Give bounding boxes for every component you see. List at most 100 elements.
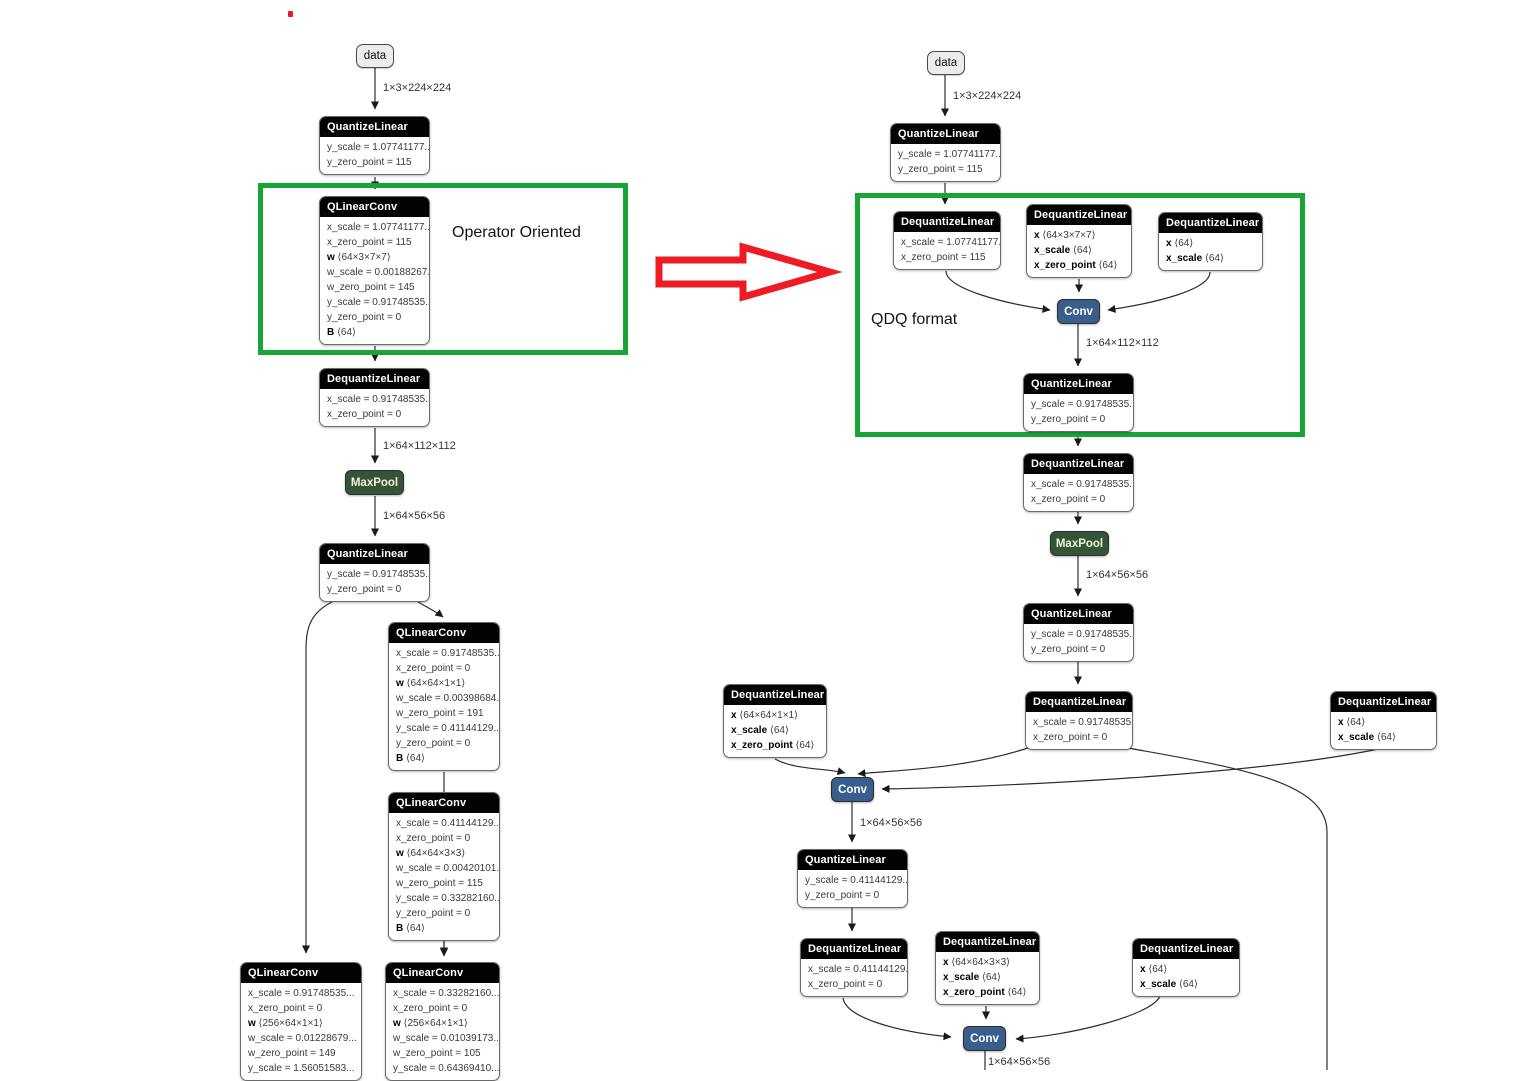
attribute-row: y_zero_point = 0 [327, 584, 402, 595]
graph-edge [417, 601, 444, 618]
attribute-row: w ⟨256×64×1×1⟩ [393, 1018, 468, 1029]
node-attributes: x_scale = 0.91748535... x_zero_point = 0 [320, 389, 429, 426]
attribute-row: y_zero_point = 0 [327, 312, 402, 323]
attribute-row: x_scale ⟨64⟩ [943, 972, 1001, 983]
attribute-row: y_scale = 0.33282160... [396, 893, 500, 904]
attribute-row: x ⟨64×64×1×1⟩ [731, 710, 799, 721]
node-title: DequantizeLinear [894, 212, 1000, 232]
node-attributes: x ⟨64×64×3×3⟩x_scale ⟨64⟩x_zero_point ⟨6… [936, 952, 1039, 1004]
node-title: QLinearConv [241, 963, 361, 983]
attribute-row: w ⟨64×64×3×3⟩ [396, 848, 466, 859]
node-r-dq-w2[interactable]: DequantizeLinear x ⟨64×64×1×1⟩ x_scale ⟨64… [723, 684, 827, 758]
node-l-maxpool[interactable]: MaxPool [345, 470, 404, 495]
node-r-data[interactable]: data [927, 51, 965, 75]
node-title: DequantizeLinear [1024, 454, 1133, 474]
node-title: DequantizeLinear [320, 369, 429, 389]
edge-label-el-l2: 1×64×112×112 [383, 440, 456, 452]
attribute-row: x ⟨64×3×7×7⟩ [1034, 230, 1096, 241]
attribute-row: w ⟨64×3×7×7⟩ [327, 252, 391, 263]
attribute-row: x_scale = 0.91748535... [327, 394, 430, 405]
red-transform-arrow [655, 242, 843, 302]
attribute-row: x_zero_point = 0 [248, 1003, 323, 1014]
node-title: DequantizeLinear [936, 932, 1039, 952]
attribute-row: B ⟨64⟩ [396, 753, 425, 764]
node-title: QuantizeLinear [1024, 604, 1133, 624]
graph-edge [842, 997, 952, 1041]
node-r-conv3[interactable]: Conv [963, 1026, 1006, 1051]
node-attributes: x_scale = 0.91748535...x_zero_point = 0 [1026, 712, 1132, 749]
attribute-row: x_zero_point = 0 [808, 979, 883, 990]
attribute-row: y_scale = 0.91748535... [1031, 399, 1134, 410]
graph-edge [1127, 747, 1328, 1070]
attribute-row: w_zero_point = 115 [396, 878, 483, 889]
attribute-row: y_zero_point = 115 [327, 157, 412, 168]
node-attributes: x_scale = 0.91748535...x_zero_point = 0 [1024, 474, 1133, 511]
attribute-row: y_zero_point = 0 [396, 738, 471, 749]
attribute-row: x_scale ⟨64⟩ [1338, 732, 1396, 743]
node-attributes: x ⟨64×3×7×7⟩x_scale ⟨64⟩x_zero_point ⟨64… [1027, 225, 1131, 277]
node-attributes: x ⟨64⟩x_scale ⟨64⟩ [1133, 959, 1239, 996]
attribute-row: y_scale = 0.91748535... [1031, 629, 1134, 640]
attribute-row: y_scale = 1.07741177... [898, 149, 1001, 160]
node-attributes: x_scale = 1.07741177...x_zero_point = 11… [320, 217, 429, 344]
node-r-conv2[interactable]: Conv [831, 777, 874, 802]
highlight-box-qdq-format [855, 193, 1305, 437]
attribute-row: x_scale = 0.91748535... [1031, 479, 1134, 490]
node-attributes: y_scale = 0.91748535...y_zero_point = 0 [320, 564, 429, 601]
node-attributes: y_scale = 1.07741177...y_zero_point = 11… [891, 144, 1000, 181]
node-title: DequantizeLinear [1159, 213, 1262, 233]
node-title: DequantizeLinear [1026, 692, 1132, 712]
attribute-row: w_scale = 0.00188267... [327, 267, 430, 278]
graph-edge [857, 747, 1029, 778]
attribute-row: y_zero_point = 0 [1031, 644, 1106, 655]
attribute-row: x_scale ⟨64⟩ [731, 725, 789, 736]
graph-edge [302, 601, 333, 954]
attribute-row: w_scale = 0.00398684... [396, 693, 500, 704]
node-title: DequantizeLinear [801, 939, 907, 959]
attribute-row: x_zero_point = 0 [396, 833, 471, 844]
attribute-row: x_zero_point = 0 [327, 409, 402, 420]
attribute-row: x_scale = 0.33282160... [393, 988, 500, 999]
attribute-row: y_scale = 0.41144129... [396, 723, 500, 734]
node-r-q3[interactable]: QuantizeLinear y_scale = 0.91748535... y_z… [1023, 603, 1134, 662]
attribute-row: x_zero_point ⟨64⟩ [943, 987, 1027, 998]
node-title: DequantizeLinear [724, 685, 826, 705]
attribute-row: x ⟨64⟩ [1338, 717, 1366, 728]
attribute-row: w_scale = 0.01039173... [393, 1033, 500, 1044]
node-r-conv1[interactable]: Conv [1057, 299, 1100, 324]
attribute-row: y_scale = 1.07741177... [327, 142, 430, 153]
attribute-row: y_scale = 0.64369410... [393, 1063, 500, 1074]
node-title: QuantizeLinear [1024, 374, 1133, 394]
node-l-data[interactable]: data [356, 44, 394, 68]
node-title: QLinearConv [389, 623, 499, 643]
node-r-maxpool[interactable]: MaxPool [1050, 531, 1109, 556]
node-title: QuantizeLinear [798, 850, 907, 870]
attribute-row: w_zero_point = 191 [396, 708, 484, 719]
highlight-box-operator-oriented [258, 183, 628, 355]
graph-edge [881, 747, 1384, 793]
node-title: QLinearConv [389, 793, 499, 813]
attribute-row: y_zero_point = 0 [805, 890, 880, 901]
